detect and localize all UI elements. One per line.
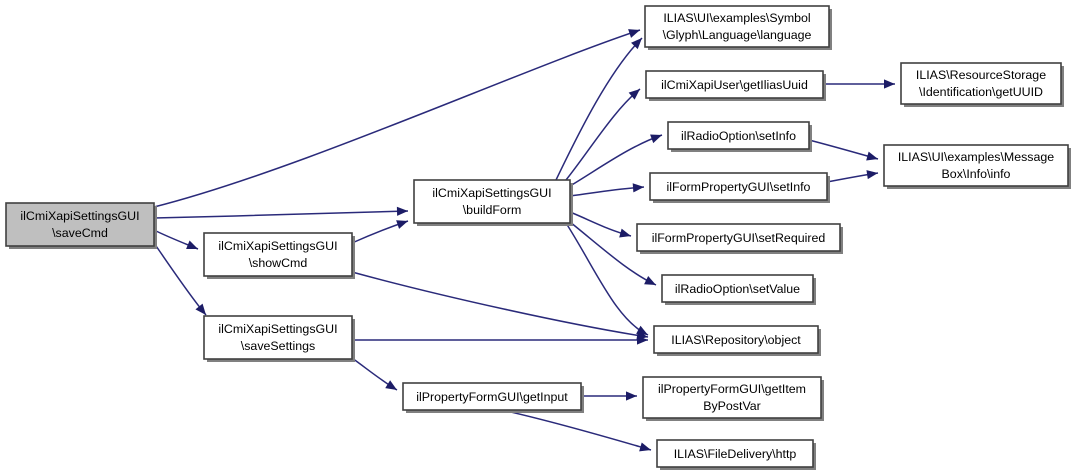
node-label-line2: ByPostVar <box>703 399 761 413</box>
node-label-line1: ILIAS\FileDelivery\http <box>674 447 797 461</box>
node-label-line1: ilPropertyFormGUI\getItem <box>658 382 806 396</box>
arrowhead-icon <box>186 240 198 250</box>
node-label-line1: ilRadioOption\setInfo <box>681 129 796 143</box>
node-label-line1: ilCmiXapiSettingsGUI <box>218 239 337 253</box>
edge-saveCmd-to-buildForm <box>153 206 409 219</box>
edge-getInput-to-fileDeliveryHttp <box>501 409 652 452</box>
edge-buildForm-to-radioSetInfo <box>569 134 663 187</box>
arrowhead-icon <box>628 89 640 100</box>
edge-formSetInfo-to-messageBoxInfo <box>826 170 879 183</box>
edge-showCmd-to-repositoryObject <box>351 271 649 340</box>
arrowhead-icon <box>195 303 206 315</box>
node-label-line1: ILIAS\UI\examples\Symbol <box>663 11 810 25</box>
node-radioSetInfo[interactable]: ilRadioOption\setInfo <box>667 121 812 152</box>
node-label-line2: \saveCmd <box>52 226 108 240</box>
node-getInput[interactable]: ilPropertyFormGUI\getInput <box>402 382 584 413</box>
node-box[interactable] <box>402 382 582 411</box>
edge-buildForm-to-formSetInfo <box>569 183 645 197</box>
node-repositoryObject[interactable]: ILIAS\Repository\object <box>653 325 821 356</box>
node-formSetInfo[interactable]: ilFormPropertyGUI\setInfo <box>649 172 830 203</box>
edge-buildForm-to-repositoryObject <box>565 222 649 336</box>
node-getIliasUuid[interactable]: ilCmiXapiUser\getIliasUuid <box>645 70 826 101</box>
node-label-line2: \Glyph\Language\language <box>663 28 812 42</box>
node-box[interactable] <box>661 274 814 303</box>
node-label-line1: ilPropertyFormGUI\getInput <box>416 390 568 404</box>
edge-buildForm-to-radioSetValue <box>569 221 657 286</box>
node-showCmd[interactable]: ilCmiXapiSettingsGUI \showCmd <box>203 232 355 279</box>
edge-showCmd-to-buildForm <box>351 220 409 244</box>
arrowhead-icon <box>626 391 637 401</box>
node-label-line2: Box\Info\info <box>942 167 1011 181</box>
node-box[interactable] <box>653 325 819 354</box>
edge-saveSettings-to-repositoryObject <box>352 335 648 345</box>
node-label-line1: ilCmiXapiSettingsGUI <box>432 186 551 200</box>
arrowhead-icon <box>639 442 651 452</box>
arrowhead-icon <box>884 79 895 89</box>
node-box[interactable] <box>649 172 828 201</box>
edge-buildForm-to-getIliasUuid <box>565 88 641 181</box>
node-label-line1: ilCmiXapiSettingsGUI <box>218 322 337 336</box>
node-box[interactable] <box>644 5 830 48</box>
node-box[interactable] <box>636 223 841 252</box>
node-label-line1: ilFormPropertyGUI\setInfo <box>667 180 811 194</box>
node-label-line2: \saveSettings <box>241 339 315 353</box>
node-label-line2: \Identification\getUUID <box>919 85 1043 99</box>
node-label-line2: \showCmd <box>249 256 308 270</box>
node-box[interactable] <box>203 315 353 360</box>
node-label-line1: ilRadioOption\setValue <box>675 282 800 296</box>
node-formSetRequired[interactable]: ilFormPropertyGUI\setRequired <box>636 223 843 254</box>
edge-buildForm-to-formSetRequired <box>569 211 632 238</box>
arrowhead-icon <box>396 220 408 229</box>
edge-saveCmd-to-showCmd <box>153 229 199 250</box>
edge-getIliasUuid-to-getUUID <box>823 79 895 89</box>
edge-buildForm-to-language <box>555 37 643 181</box>
node-fileDeliveryHttp[interactable]: ILIAS\FileDelivery\http <box>656 439 816 470</box>
arrowhead-icon <box>396 206 408 216</box>
node-label-line1: ILIAS\Repository\object <box>671 333 801 347</box>
arrowhead-icon <box>637 335 648 345</box>
node-box[interactable] <box>645 70 824 99</box>
node-saveCmd[interactable]: ilCmiXapiSettingsGUI \saveCmd <box>5 202 157 249</box>
node-box[interactable] <box>883 144 1069 187</box>
node-box[interactable] <box>656 439 814 468</box>
node-box[interactable] <box>413 179 571 224</box>
arrowhead-icon <box>619 228 631 238</box>
node-label-line2: \buildForm <box>463 203 522 217</box>
edge-layer <box>153 29 895 452</box>
arrowhead-icon <box>632 183 644 193</box>
node-getUUID[interactable]: ILIAS\ResourceStorage \Identification\get… <box>900 62 1064 107</box>
node-layer: ilCmiXapiSettingsGUI\saveCmdilCmiXapiSet… <box>5 5 1071 470</box>
node-buildForm[interactable]: ilCmiXapiSettingsGUI \buildForm <box>413 179 573 226</box>
node-label-line1: ilCmiXapiUser\getIliasUuid <box>661 78 808 92</box>
edge-getInput-to-getItemByPostVar <box>580 391 637 401</box>
node-box[interactable] <box>642 376 822 419</box>
arrowhead-icon <box>866 170 878 180</box>
node-label-line1: ILIAS\ResourceStorage <box>916 68 1046 82</box>
node-label-line1: ilFormPropertyGUI\setRequired <box>652 231 826 245</box>
node-radioSetValue[interactable]: ilRadioOption\setValue <box>661 274 816 305</box>
arrowhead-icon <box>650 134 662 144</box>
arrowhead-icon <box>628 29 640 38</box>
node-language[interactable]: ILIAS\UI\examples\Symbol \Glyph\Language\… <box>644 5 832 50</box>
arrowhead-icon <box>636 325 648 335</box>
node-box[interactable] <box>203 232 353 277</box>
node-label-line1: ILIAS\UI\examples\Message <box>898 150 1054 164</box>
edge-radioSetInfo-to-messageBoxInfo <box>808 139 879 161</box>
node-box[interactable] <box>900 62 1062 105</box>
node-box[interactable] <box>667 121 810 150</box>
arrowhead-icon <box>644 276 656 285</box>
arrowhead-icon <box>385 380 397 390</box>
edge-saveCmd-to-saveSettings <box>153 242 207 316</box>
node-box[interactable] <box>5 202 155 247</box>
edge-saveCmd-to-language <box>153 29 641 208</box>
node-label-line1: ilCmiXapiSettingsGUI <box>20 209 139 223</box>
edge-saveSettings-to-getInput <box>351 357 398 391</box>
arrowhead-icon <box>631 38 642 50</box>
node-saveSettings[interactable]: ilCmiXapiSettingsGUI \saveSettings <box>203 315 355 362</box>
arrowhead-icon <box>866 151 878 161</box>
